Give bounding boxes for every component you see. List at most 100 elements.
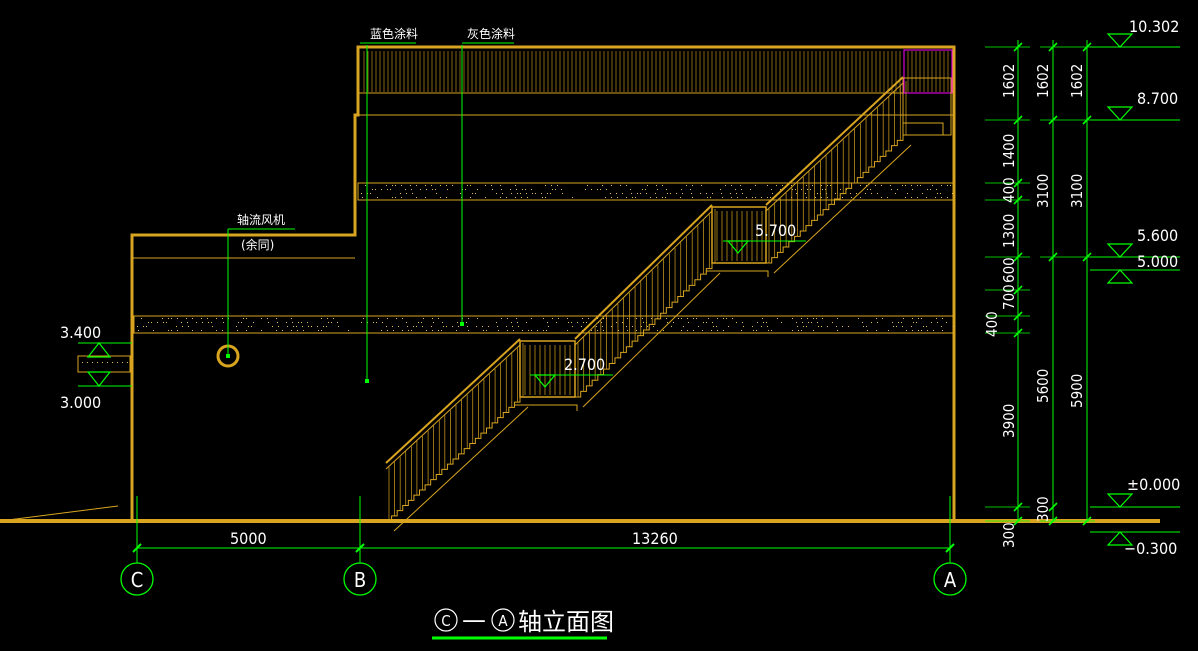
band-speck [682,193,683,194]
band-speck [186,318,187,319]
band-speck [782,185,783,186]
band-speck [476,326,477,327]
band-speck [373,322,374,323]
band-speck [177,318,178,319]
band-speck [635,197,636,198]
dim-horizontal-13260: 13260 [632,529,678,548]
band-speck [151,322,152,323]
band-speck [421,322,422,323]
band-speck [806,185,807,186]
band-speck [432,330,433,331]
band-speck [292,322,293,323]
band-speck [877,193,878,194]
band-speck [935,197,936,198]
title-dash: — [462,606,486,634]
band-speck [496,322,497,323]
band-speck [442,322,443,323]
band-speck [361,193,362,194]
dim-inner-1400: 1400 [1000,134,1018,168]
title-suffix: 轴立面图 [518,608,614,636]
band-speck [377,197,378,198]
band-speck [551,185,552,186]
band-speck [407,326,408,327]
band-speck [806,326,807,327]
band-speck [632,326,633,327]
band-speck [642,189,643,190]
band-speck [890,185,891,186]
band-speck [627,318,628,319]
band-speck [932,185,933,186]
band-speck [436,193,437,194]
band-speck [690,189,691,190]
band-speck [261,330,262,331]
band-speck [412,193,413,194]
band-speck [772,193,773,194]
band-speck [737,197,738,198]
band-speck [337,322,338,323]
band-speck [515,197,516,198]
band-speck [912,318,913,319]
band-speck [666,318,667,319]
lower-dotted-band [133,315,955,334]
dimension-lines [78,33,1180,563]
band-speck [586,322,587,323]
band-speck [556,322,557,323]
band-speck [666,189,667,190]
band-speck [438,330,439,331]
band-speck [602,185,603,186]
band-speck [918,330,919,331]
elevation-marker-minus [1106,531,1134,546]
band-speck [571,322,572,323]
band-speck [918,318,919,319]
axis-label-a: A [944,568,957,592]
band-speck [548,326,549,327]
band-speck [616,193,617,194]
band-speck [375,189,376,190]
band-speck [776,185,777,186]
band-speck [806,197,807,198]
band-speck [401,185,402,186]
band-speck [902,326,903,327]
band-speck [870,189,871,190]
band-speck [801,330,802,331]
band-speck [713,326,714,327]
band-speck [510,189,511,190]
band-speck [216,330,217,331]
band-speck [655,193,656,194]
band-speck [452,326,453,327]
band-speck [953,326,954,327]
elevation-5600: 5.600 [1137,226,1178,245]
stair-stringer [582,272,721,408]
band-speck [143,326,144,327]
band-speck [535,193,536,194]
band-speck [282,330,283,331]
band-speck [526,193,527,194]
band-speck [842,326,843,327]
band-speck [911,326,912,327]
band-speck [797,326,798,327]
band-speck [588,318,589,319]
band-speck [731,185,732,186]
stair-handrail-inner [574,210,713,346]
band-speck [605,197,606,198]
band-speck [496,193,497,194]
band-speck [767,185,768,186]
band-speck [446,185,447,186]
band-speck [477,318,478,319]
band-speck [171,318,172,319]
band-speck [267,318,268,319]
band-speck [817,322,818,323]
band-speck [293,326,294,327]
band-speck [796,193,797,194]
axis-label-b: B [354,568,366,592]
dim-outer-1602: 1602 [1068,64,1086,98]
band-speck [730,193,731,194]
band-speck [626,326,627,327]
band-speck [796,322,797,323]
dim-inner-1300: 1300 [1000,214,1018,248]
band-speck [500,185,501,186]
grey-paint-dot [460,322,464,326]
band-speck [817,193,818,194]
dim-inner-600: 600 [1000,257,1018,283]
band-speck [830,185,831,186]
